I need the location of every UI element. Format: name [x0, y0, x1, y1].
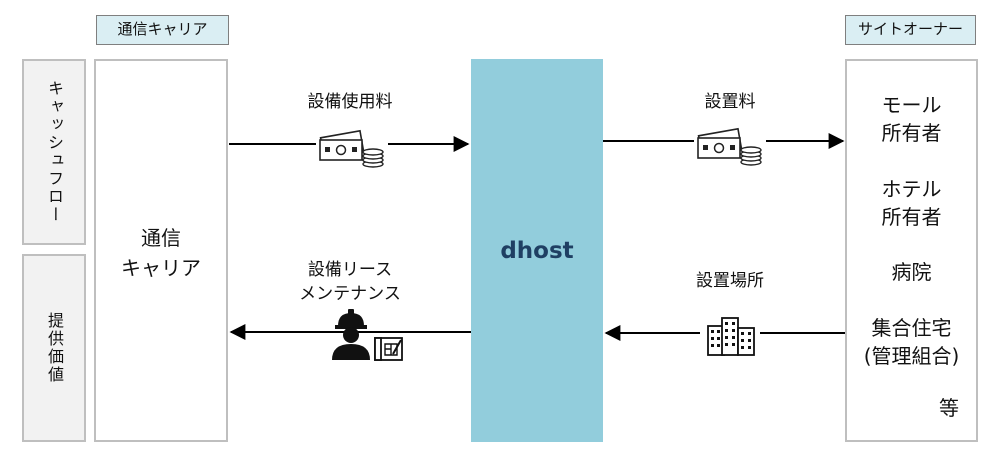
money-icon	[697, 127, 762, 166]
mall-line2: 所有者	[881, 121, 942, 145]
housing-line2: (管理組合)	[863, 344, 960, 368]
lease-label-line1: 設備リース	[307, 260, 393, 280]
lease-label-line2: メンテナンス	[299, 284, 401, 304]
hotel-line2: 所有者	[881, 205, 942, 229]
value-offered-label: 提供価値	[45, 312, 64, 384]
mall-line1: モール	[881, 93, 942, 117]
money-icon	[319, 129, 384, 168]
carrier-box: 通信 キャリア	[94, 59, 228, 442]
etc-label: 等	[939, 396, 959, 420]
carrier-label-line1: 通信	[141, 226, 181, 250]
hospital-label: 病院	[891, 260, 932, 284]
hotel-line1: ホテル	[881, 177, 942, 201]
value-offered-category: 提供価値	[22, 254, 86, 442]
cash-flow-category: キャッシュフロー	[22, 59, 86, 245]
cash-flow-label: キャッシュフロー	[45, 80, 64, 224]
carrier-label-line2: キャリア	[121, 256, 201, 280]
housing-line1: 集合住宅	[871, 316, 952, 340]
installation-fee-label: 設置料	[704, 92, 756, 112]
dhost-label: dhost	[500, 237, 574, 264]
site-owner-box: モール 所有者 ホテル 所有者 病院 集合住宅 (管理組合) 等	[845, 59, 978, 442]
carrier-tag: 通信キャリア	[96, 15, 229, 45]
blueprint-icon	[374, 337, 403, 361]
site-owner-tag: サイトオーナー	[845, 15, 976, 45]
dhost-box: dhost	[471, 59, 603, 442]
installation-site-label: 設置場所	[696, 271, 764, 291]
buildings-icon	[707, 317, 755, 356]
equipment-fee-label: 設備使用料	[307, 92, 393, 112]
worker-icon	[332, 309, 370, 360]
